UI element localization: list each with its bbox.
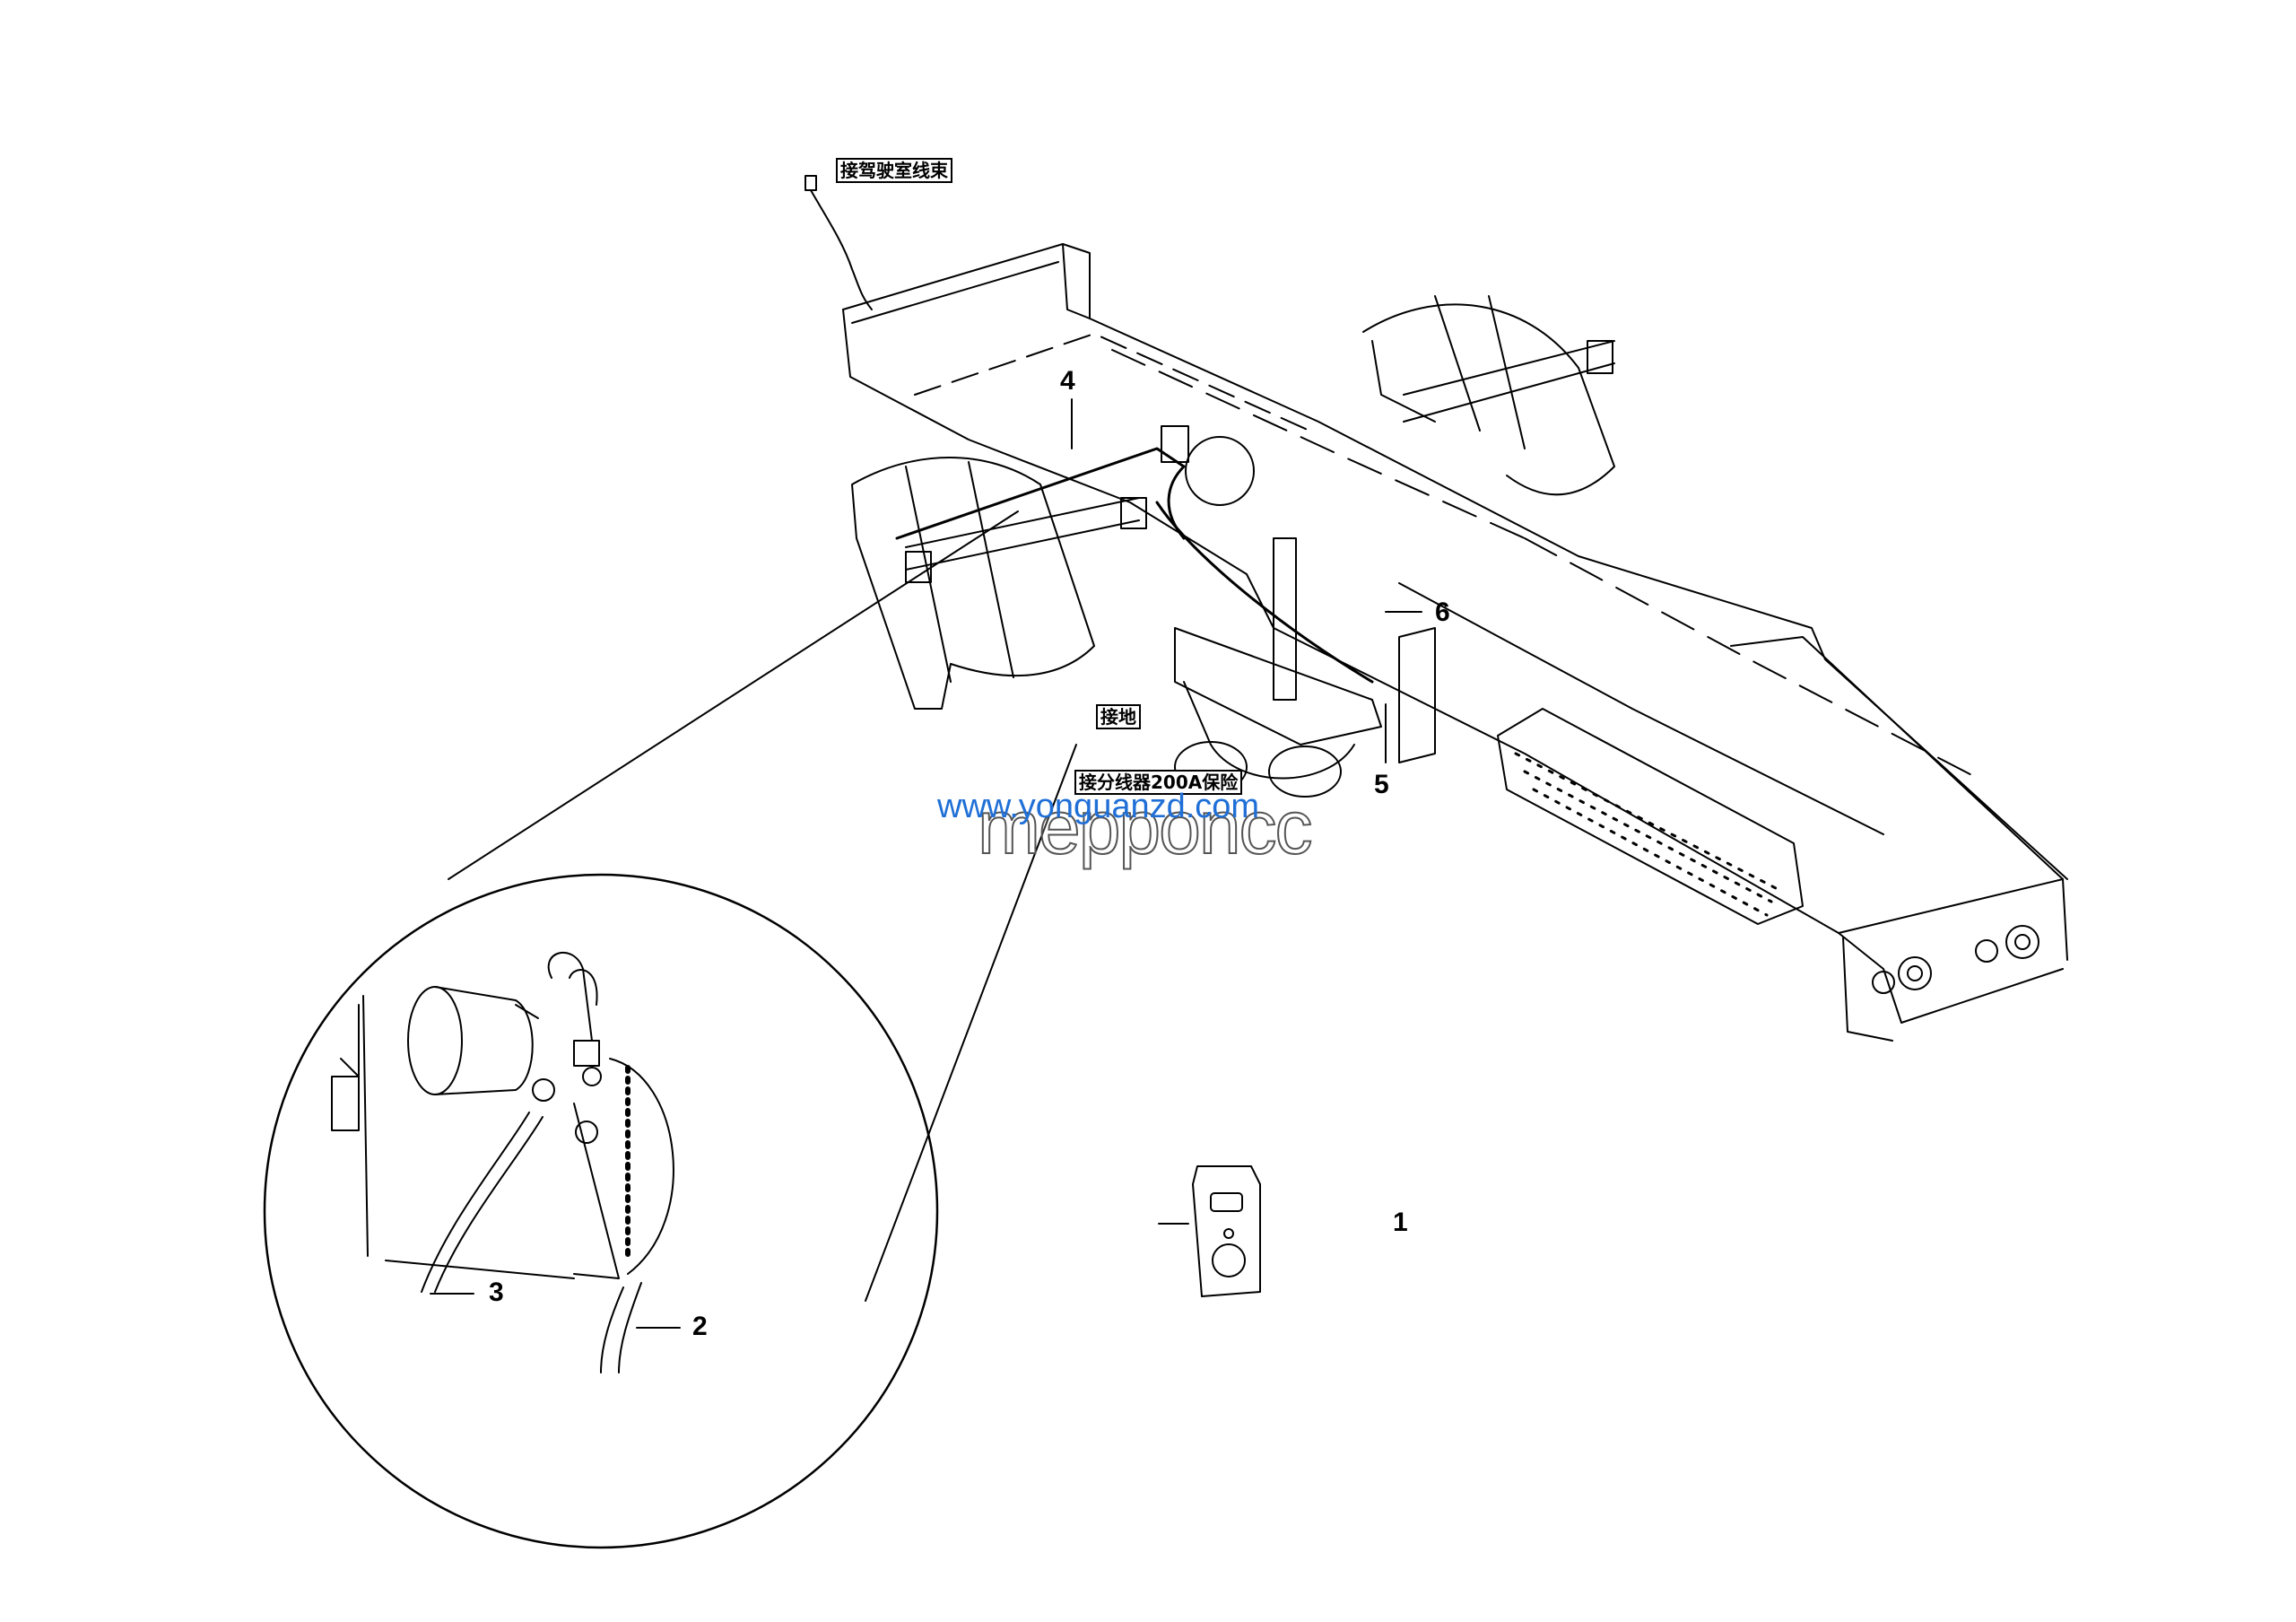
rear-side-panel — [1497, 708, 1804, 925]
left-mudguard — [851, 457, 1147, 710]
label-ground: 接地 — [1096, 704, 1141, 729]
battery-terminal-detail — [331, 952, 674, 1373]
callout-3: 3 — [489, 1278, 504, 1307]
callout-4: 4 — [1060, 366, 1075, 396]
right-mudguard — [1362, 295, 1615, 496]
watermark-stamp: mepponcc — [977, 785, 1314, 869]
battery-harness — [895, 425, 1189, 540]
watermark-url: www.yonguanzd.com — [937, 788, 1260, 825]
callout-5: 5 — [1374, 770, 1389, 799]
main-frame-rail — [842, 243, 2068, 1042]
item1-switch-cover — [1192, 1165, 1261, 1297]
callout-1: 1 — [1393, 1208, 1408, 1237]
label-cab-harness: 接驾驶室线束 — [836, 158, 952, 183]
detail-magnifier — [263, 510, 1077, 1549]
callout-6: 6 — [1435, 597, 1450, 627]
callout-2: 2 — [692, 1312, 708, 1341]
label-fuse: 接分线器200A保险 — [1074, 770, 1243, 795]
battery-tray — [1155, 436, 1436, 798]
cab-harness-connector — [804, 175, 873, 310]
